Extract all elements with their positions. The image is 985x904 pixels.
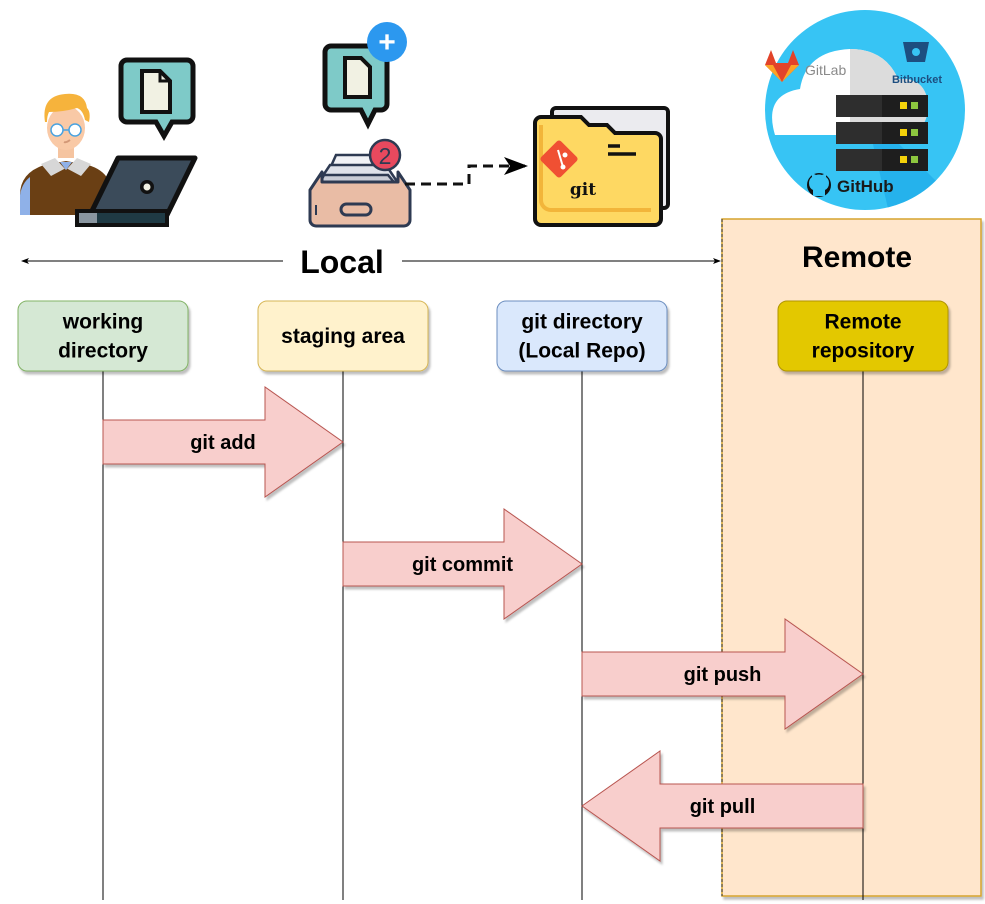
svg-text:git: git [570, 180, 596, 200]
svg-text:GitLab: GitLab [805, 62, 846, 78]
stage-box-working: working directory [17, 300, 189, 372]
svg-text:Bitbucket: Bitbucket [892, 74, 942, 86]
command-arrow-git-commit: git commit [342, 508, 583, 620]
document-bubble-icon [118, 57, 196, 142]
stage-label: working [62, 311, 144, 334]
count-badge [368, 138, 402, 172]
command-label: git commit [412, 554, 513, 576]
stage-boxes: working directory staging area git director… [17, 300, 949, 372]
gitlab-logo-icon [765, 50, 799, 82]
stage-label: Remote [824, 311, 901, 334]
developer-laptop-icon [20, 57, 198, 227]
git-folder-icon: git [533, 106, 670, 227]
command-label: git push [684, 664, 762, 686]
svg-text:+: + [378, 26, 396, 59]
stage-label: directory [58, 340, 148, 363]
command-label: git pull [690, 796, 756, 818]
stage-box-gitdir: git directory (Local Repo) [496, 300, 668, 372]
command-arrow-git-pull: git pull [581, 750, 864, 862]
tray-to-folder-dashed-arrow [405, 157, 528, 186]
stage-label: git directory [521, 311, 643, 334]
remote-region-label: Remote [802, 241, 912, 274]
stage-label: repository [812, 340, 915, 363]
command-arrow-git-add: git add [102, 386, 344, 498]
stage-box-remote: Remote repository [777, 300, 949, 372]
stage-label: staging area [281, 325, 405, 348]
stage-label: (Local Repo) [518, 340, 645, 363]
command-label: git add [190, 432, 256, 454]
command-arrows: git add git commit git push git pull [102, 386, 864, 862]
svg-text:GitHub: GitHub [837, 177, 894, 196]
stage-box-staging: staging area [257, 300, 429, 372]
command-arrow-git-push: git push [581, 618, 864, 730]
inbox-tray-icon: + 2 [308, 22, 412, 228]
local-region-label: Local [300, 244, 384, 280]
add-badge-icon [367, 22, 407, 62]
svg-text:2: 2 [379, 143, 392, 169]
server-rack-icon [836, 95, 928, 171]
